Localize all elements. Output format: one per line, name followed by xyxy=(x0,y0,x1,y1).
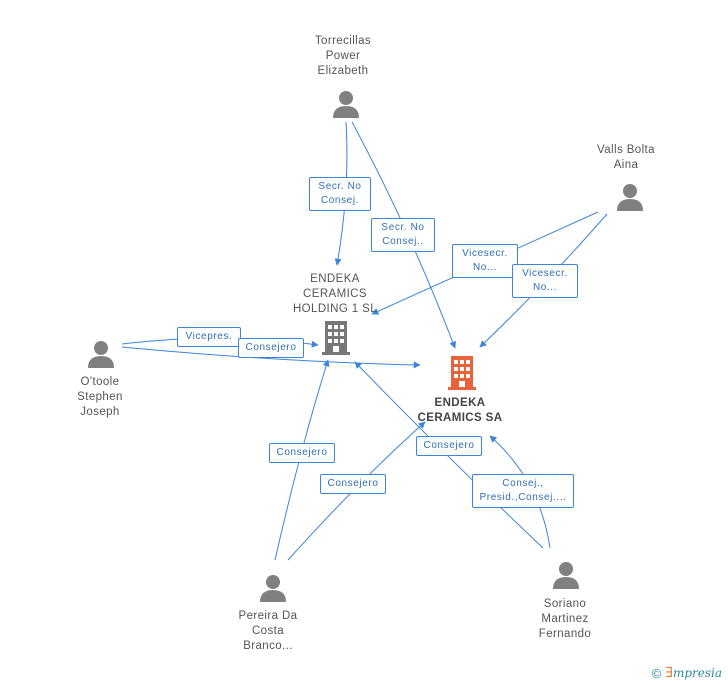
edge-label-vicesecr-endeka[interactable]: Vicesecr. No... xyxy=(512,264,578,298)
person-icon[interactable] xyxy=(332,89,360,119)
edge-label-consejero-otoole[interactable]: Consejero xyxy=(238,338,304,358)
node-label-soriano[interactable]: Soriano Martinez Fernando xyxy=(538,598,592,640)
node-label-torrecillas[interactable]: Torrecillas Power Elizabeth xyxy=(314,35,372,77)
edge-label-consejero-pereira-endeka[interactable]: Consejero xyxy=(320,474,386,494)
brand-name: mpresia xyxy=(672,666,722,680)
node-label-endeka[interactable]: ENDEKA CERAMICS SA xyxy=(417,397,503,424)
node-label-pereira[interactable]: Pereira Da Costa Branco... xyxy=(238,610,298,652)
building-icon[interactable] xyxy=(322,321,350,356)
edge-label-secr-endeka[interactable]: Secr. No Consej.. xyxy=(371,218,435,252)
edge-label-consejero-soriano[interactable]: Consejero xyxy=(416,436,482,456)
copyright-icon: © xyxy=(651,665,662,681)
node-label-holding[interactable]: ENDEKA CERAMICS HOLDING 1 SL xyxy=(292,273,378,315)
footer-brand[interactable]: © ∃mpresia xyxy=(652,665,722,681)
person-icon[interactable] xyxy=(259,573,287,603)
node-label-otoole[interactable]: O'toole Stephen Joseph xyxy=(77,376,123,418)
edge-otoole-endeka xyxy=(121,346,421,369)
empresia-logo-icon: ∃ xyxy=(665,665,673,681)
edge-soriano-holding xyxy=(354,361,544,549)
person-icon[interactable] xyxy=(87,339,115,369)
edge-label-consej-presid[interactable]: Consej., Presid.,Consej.... xyxy=(472,474,574,508)
edge-label-secr-holding[interactable]: Secr. No Consej. xyxy=(309,177,371,211)
person-icon[interactable] xyxy=(552,560,580,590)
edge-label-vicepres[interactable]: Vicepres. xyxy=(177,327,241,347)
person-icon[interactable] xyxy=(616,182,644,212)
edge-label-consejero-pereira-holding[interactable]: Consejero xyxy=(269,443,335,463)
node-label-valls[interactable]: Valls Bolta Aina xyxy=(597,144,655,171)
edge-label-vicesecr-holding[interactable]: Vicesecr. No... xyxy=(452,244,518,278)
building-icon-main[interactable] xyxy=(448,356,476,391)
